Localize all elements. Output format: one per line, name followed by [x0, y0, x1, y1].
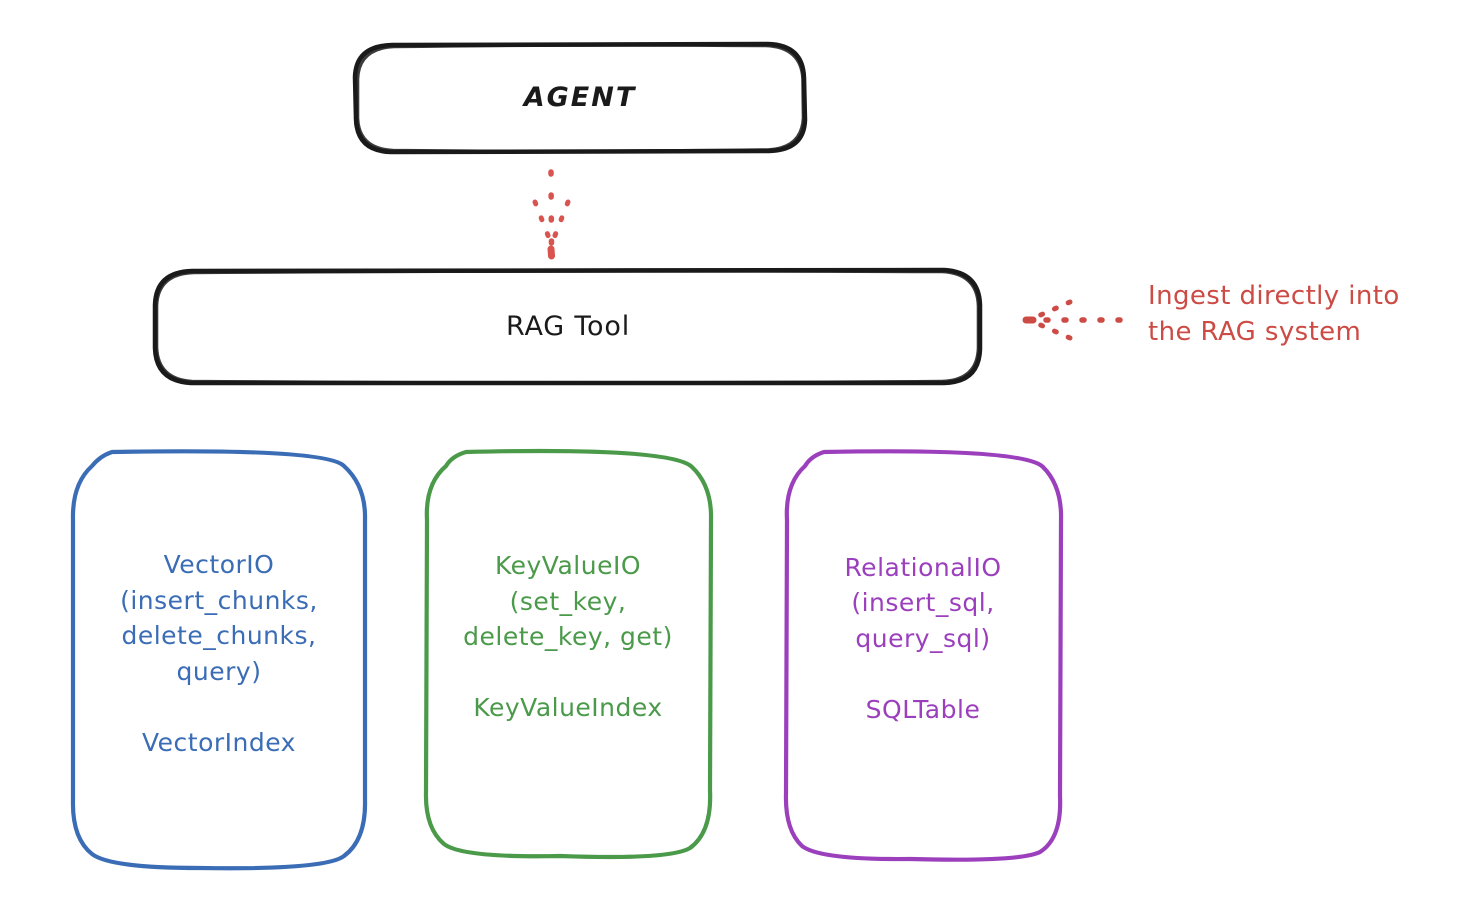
key-value-io-inner: KeyValueIO (set_key, delete_key, get) Ke…	[463, 548, 673, 726]
rag-tool-node[interactable]: RAG Tool	[155, 270, 981, 384]
vector-io-box-outline	[70, 449, 368, 871]
agent-to-rag-tool-arrow	[532, 169, 571, 260]
relational-io-box-outline	[783, 449, 1064, 862]
agent-label: AGENT	[523, 81, 637, 113]
vector-io-label: VectorIO (insert_chunks, delete_chunks, …	[120, 550, 318, 757]
ingest-arrow	[1022, 299, 1123, 341]
relational-io-label: RelationalIO (insert_sql, query_sql) SQL…	[844, 552, 1002, 724]
key-value-io-label: KeyValueIO (set_key, delete_key, get) Ke…	[463, 551, 673, 723]
relational-io-inner: RelationalIO (insert_sql, query_sql) SQL…	[844, 550, 1001, 728]
vector-io-inner: VectorIO (insert_chunks, delete_chunks, …	[120, 547, 318, 760]
rag-tool-box-outline	[152, 267, 983, 386]
agent-node[interactable]: AGENT	[355, 43, 805, 153]
relational-io-node[interactable]: RelationalIO (insert_sql, query_sql) SQL…	[785, 450, 1061, 859]
vector-io-node[interactable]: VectorIO (insert_chunks, delete_chunks, …	[72, 450, 366, 869]
agent-box-outline	[352, 41, 808, 155]
key-value-io-node[interactable]: KeyValueIO (set_key, delete_key, get) Ke…	[425, 450, 711, 856]
rag-tool-label: RAG Tool	[505, 310, 630, 342]
ingest-annotation-label: Ingest directly into the RAG system	[1148, 281, 1400, 348]
key-value-io-box-outline	[423, 448, 714, 860]
